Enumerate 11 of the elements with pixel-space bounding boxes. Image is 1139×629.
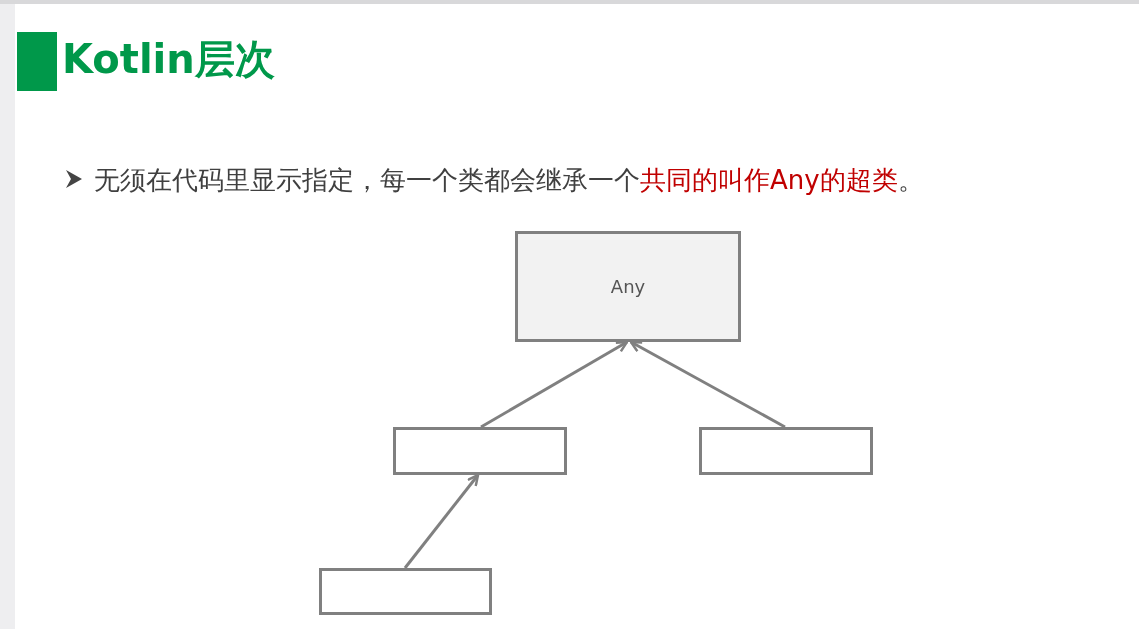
arrow: [403, 473, 480, 569]
arrow: [480, 340, 629, 429]
class-box: [393, 427, 567, 475]
bullet-text: 。: [897, 165, 924, 195]
slide-title: Kotlin层次: [62, 35, 275, 84]
class-box: Any: [515, 231, 741, 342]
arrow: [629, 340, 786, 429]
class-box: [699, 427, 873, 475]
class-box: [319, 568, 492, 615]
highlighted-text: 共同的叫作Any的超类: [640, 165, 898, 195]
bullet-text: 无须在代码里显示指定，每一个类都会继承一个: [94, 165, 640, 195]
